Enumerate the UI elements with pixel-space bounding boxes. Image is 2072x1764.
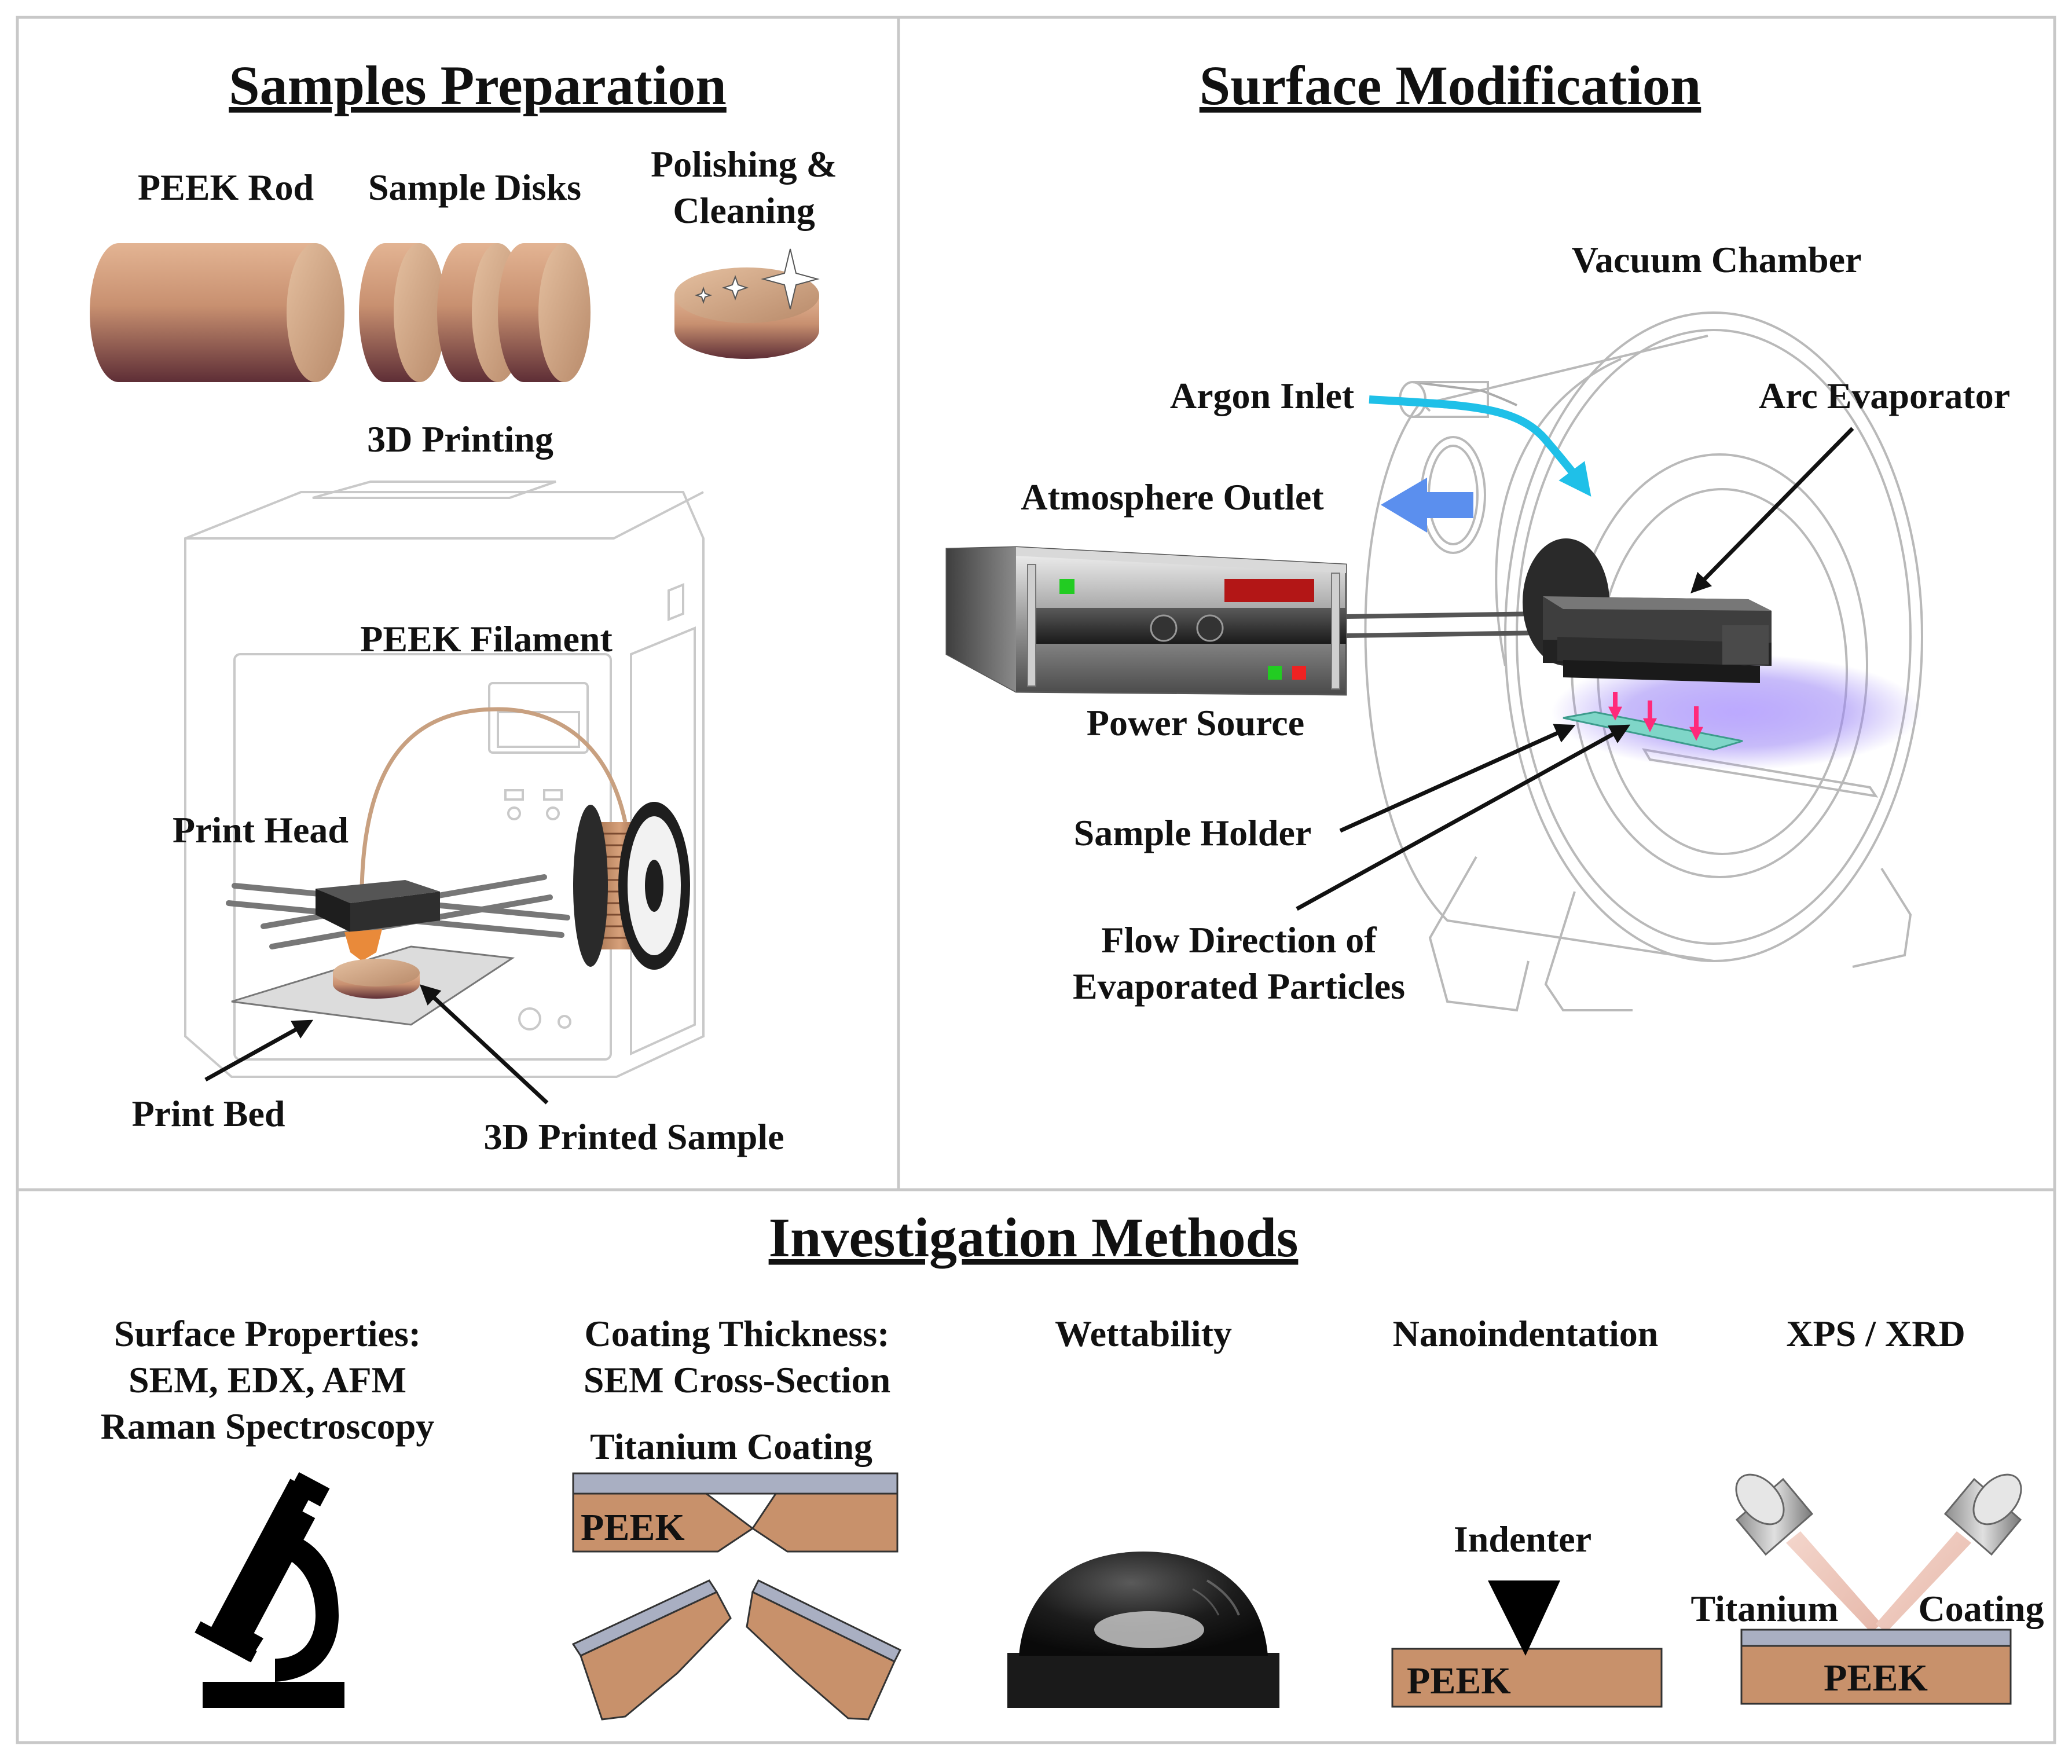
printed-sample-arrow — [419, 984, 549, 1105]
plasma-glow — [1552, 654, 1922, 770]
peek-rod — [90, 243, 344, 382]
xps-peek-block — [1740, 1645, 2012, 1705]
coating-label: Coating — [1919, 1588, 2044, 1629]
flow-direction-arrow — [1296, 724, 1631, 911]
flow-direction-label-1: Flow Direction of — [1101, 919, 1377, 960]
nanoindentation-label: Nanoindentation — [1393, 1313, 1659, 1354]
surface-properties-label-2: SEM, EDX, AFM — [129, 1359, 406, 1400]
xray-detector-icon — [1943, 1473, 2022, 1556]
polishing-label-2: Cleaning — [673, 190, 815, 231]
peek-nano-label: PEEK — [1407, 1660, 1511, 1702]
cross-section-intact — [572, 1472, 899, 1553]
peek-rod-label: PEEK Rod — [138, 167, 314, 208]
flow-direction-label-2: Evaporated Particles — [1073, 966, 1405, 1007]
titanium-coating-label: Titanium Coating — [590, 1426, 872, 1467]
nano-peek-block — [1391, 1648, 1663, 1708]
sample-holder-label: Sample Holder — [1074, 812, 1312, 853]
indenter-icon — [1488, 1580, 1560, 1656]
peek-filament-label: PEEK Filament — [360, 618, 613, 659]
argon-inlet-label: Argon Inlet — [1170, 375, 1355, 416]
coating-thickness-label-1: Coating Thickness: — [585, 1313, 890, 1354]
print-head-label: Print Head — [173, 809, 349, 850]
sample-disks — [359, 243, 591, 382]
indenter-label: Indenter — [1454, 1519, 1591, 1560]
arc-evaporator-arrow — [1690, 427, 1854, 593]
xps-xrd-label: XPS / XRD — [1786, 1313, 1965, 1354]
peek-cross-section-label: PEEK — [581, 1506, 685, 1549]
peek-filament — [360, 707, 628, 889]
atmosphere-outlet-arrow — [1381, 478, 1473, 533]
print-head — [316, 880, 440, 961]
sample-holder-arrow — [1339, 724, 1576, 833]
power-cables — [1345, 611, 1543, 638]
vacuum-chamber-label: Vacuum Chamber — [1572, 239, 1862, 280]
arc-evaporator-label: Arc Evaporator — [1759, 375, 2010, 416]
outer-frame — [16, 16, 2056, 1744]
sparkle-icon — [694, 248, 820, 310]
surface-properties-label-3: Raman Spectroscopy — [101, 1406, 435, 1447]
argon-inlet-arrow — [1369, 395, 1591, 497]
3d-printing-label: 3D Printing — [367, 419, 553, 460]
coating-thickness-label-2: SEM Cross-Section — [584, 1359, 890, 1400]
power-source — [945, 546, 1347, 696]
3d-printed-sample — [333, 959, 420, 999]
xps-coating-layer — [1740, 1629, 2012, 1647]
power-indicator-green — [1059, 579, 1074, 594]
polishing-label-1: Polishing & — [651, 144, 837, 185]
sample-disks-label: Sample Disks — [368, 167, 581, 208]
power-source-label: Power Source — [1087, 702, 1304, 743]
xray-source-icon — [1735, 1473, 1814, 1556]
water-droplet-icon — [1007, 1552, 1279, 1708]
wettability-label: Wettability — [1055, 1313, 1232, 1354]
xray-beams — [1786, 1531, 1971, 1633]
3d-printed-sample-label: 3D Printed Sample — [483, 1116, 784, 1157]
evaporated-particles — [1608, 692, 1703, 741]
surface-modification-title: Surface Modification — [1200, 54, 1701, 116]
samples-preparation-title: Samples Preparation — [229, 54, 727, 116]
microscope-icon — [195, 1472, 344, 1708]
atmosphere-outlet-label: Atmosphere Outlet — [1021, 476, 1324, 518]
surface-properties-label-1: Surface Properties: — [114, 1313, 421, 1354]
filament-spool-icon — [573, 802, 690, 970]
arc-evaporator — [1523, 538, 1772, 683]
cross-section-broken — [571, 1579, 902, 1721]
print-bed-arrow — [204, 1019, 314, 1082]
peek-xps-label: PEEK — [1824, 1657, 1928, 1699]
investigation-methods-title: Investigation Methods — [769, 1206, 1299, 1268]
print-bed-label: Print Bed — [132, 1093, 285, 1134]
titanium-label: Titanium — [1691, 1588, 1839, 1629]
